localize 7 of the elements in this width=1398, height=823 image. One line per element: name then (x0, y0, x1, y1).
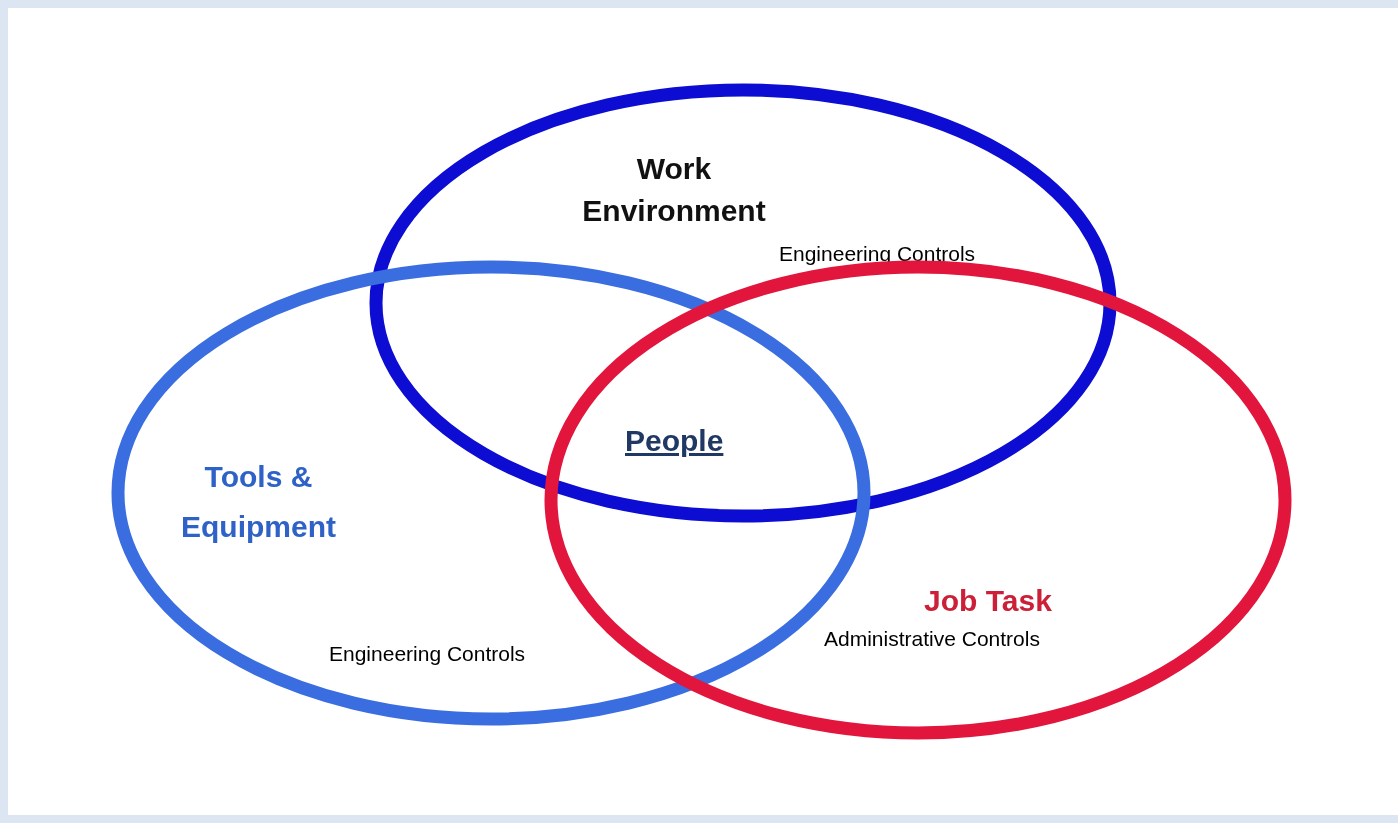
circle-note: Administrative Controls (824, 626, 1041, 652)
circle-note: Engineering Controls (779, 241, 977, 267)
center-label: People (625, 423, 724, 459)
circle-note: Engineering Controls (329, 641, 527, 667)
circle-title: Job Task (924, 583, 1053, 619)
circle-title: Work Environment (581, 151, 767, 229)
circle-title: Tools & Equipment (181, 459, 336, 545)
